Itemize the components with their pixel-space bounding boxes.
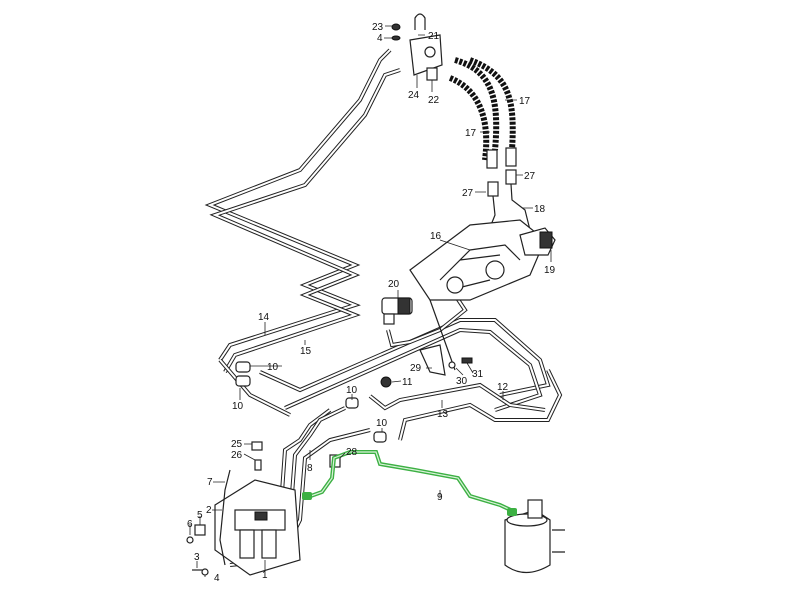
label-26: 26 xyxy=(231,450,243,461)
leader-lines xyxy=(189,25,552,577)
label-16: 16 xyxy=(430,231,442,242)
label-17b: 17 xyxy=(465,128,477,139)
label-7: 7 xyxy=(207,477,213,488)
reservoir xyxy=(504,499,565,574)
label-30: 30 xyxy=(456,376,468,387)
brake-lines-14-15 xyxy=(218,318,551,417)
label-1: 1 xyxy=(262,570,268,581)
label-22: 22 xyxy=(428,95,440,106)
label-20: 20 xyxy=(388,279,400,290)
label-19: 19 xyxy=(544,265,556,276)
label-27: 27 xyxy=(462,188,474,199)
label-4b: 4 xyxy=(214,573,220,584)
label-3: 3 xyxy=(194,552,200,563)
upper-brake-lines xyxy=(204,48,401,374)
highlighted-brake-line-9[interactable] xyxy=(302,450,517,516)
label-10c: 10 xyxy=(346,385,358,396)
part-labels: 23 4 21 24 22 17 17 27 27 18 16 19 20 14… xyxy=(187,22,556,584)
gearbox-unit-16 xyxy=(409,219,556,301)
label-29: 29 xyxy=(410,363,422,374)
valve-20 xyxy=(381,297,446,376)
label-24: 24 xyxy=(408,90,420,101)
label-21: 21 xyxy=(428,31,440,42)
label-10a: 10 xyxy=(267,362,279,373)
label-6: 6 xyxy=(187,519,193,530)
label-13: 13 xyxy=(437,409,449,420)
label-10d: 10 xyxy=(376,418,388,429)
label-4: 4 xyxy=(377,33,383,44)
label-28: 28 xyxy=(346,447,358,458)
label-27b: 27 xyxy=(524,171,536,182)
label-8: 8 xyxy=(307,463,313,474)
label-12: 12 xyxy=(497,382,509,393)
label-18: 18 xyxy=(534,204,546,215)
label-2: 2 xyxy=(206,505,212,516)
label-15: 15 xyxy=(300,346,312,357)
label-25: 25 xyxy=(231,439,243,450)
label-9: 9 xyxy=(437,492,443,503)
label-23: 23 xyxy=(372,22,384,33)
hydraulic-unit-1 xyxy=(186,469,301,576)
brake-hoses-17 xyxy=(448,57,531,241)
label-5: 5 xyxy=(197,510,203,521)
label-14: 14 xyxy=(258,312,270,323)
hose-bracket xyxy=(391,13,443,81)
label-10b: 10 xyxy=(232,401,244,412)
label-17: 17 xyxy=(519,96,531,107)
label-31: 31 xyxy=(472,369,484,380)
label-11: 11 xyxy=(402,377,413,388)
